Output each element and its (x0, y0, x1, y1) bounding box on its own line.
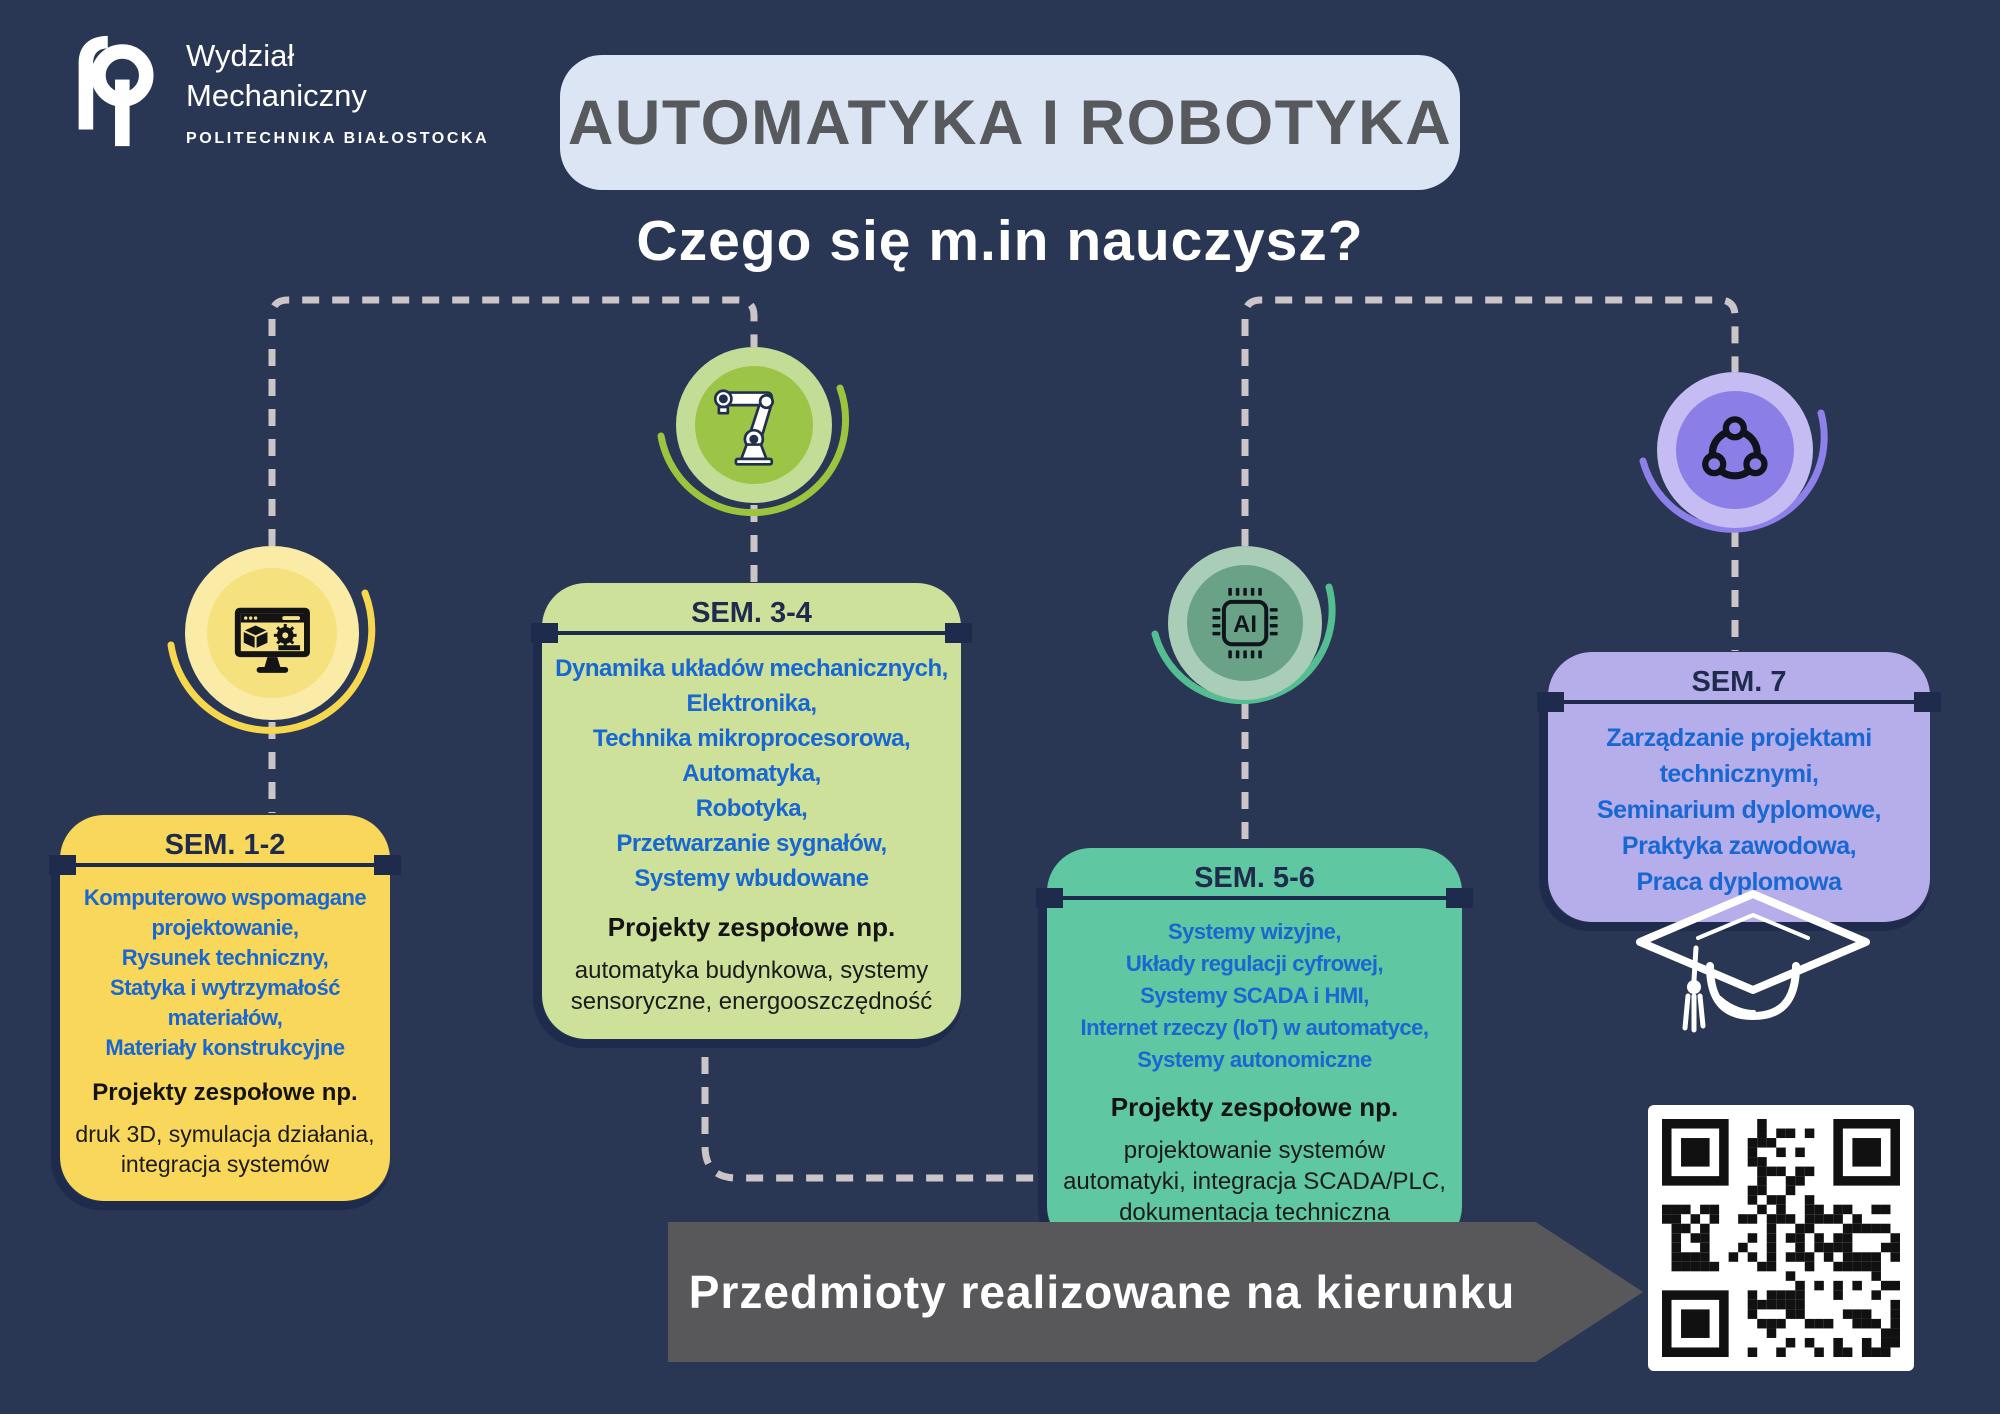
card-divider (1036, 888, 1473, 908)
subject-line: Seminarium dyplomowe, (1596, 796, 1882, 824)
card-header: SEM. 7 (1691, 665, 1787, 698)
logo-text: Wydział Mechaniczny POLITECHNIKA BIAŁOST… (186, 30, 489, 148)
pb-logo-icon (78, 35, 154, 147)
title-banner: AUTOMATYKA I ROBOTYKA (560, 55, 1460, 190)
subject-line: Statyka i wytrzymałość materiałów, (110, 975, 340, 1030)
subject-line: Automatyka, (682, 760, 821, 787)
university-logo: Wydział Mechaniczny POLITECHNIKA BIAŁOST… (62, 30, 489, 152)
icon-badge-sem-1-2 (185, 546, 359, 720)
divider-notch-left (1036, 888, 1063, 908)
faculty-name-line1: Wydział (186, 38, 295, 73)
icon-badge-sem-3-4 (676, 347, 832, 503)
subject-line: Technika mikroprocesorowa, (592, 725, 911, 752)
subject-line: Komputerowo wspomagane projektowanie, (83, 885, 367, 940)
share-network-icon (1676, 391, 1794, 509)
subject-line: Robotyka, (695, 795, 808, 822)
card-header: SEM. 1-2 (164, 828, 286, 861)
subject-line: Dynamika układów mechanicznych, (555, 655, 948, 682)
subject-line: Systemy wbudowane (634, 865, 869, 892)
divider-notch-left (1537, 692, 1564, 712)
card-header: SEM. 5-6 (1194, 861, 1315, 894)
card-body: Zarządzanie projektami technicznymi, Semi… (1548, 704, 1930, 922)
card-sem-7: SEM. 7 Zarządzanie projektami techniczny… (1537, 652, 1941, 931)
purple-arc (1639, 409, 1828, 533)
subject-line: Zarządzanie projektami technicznymi, (1606, 724, 1872, 788)
page-title: AUTOMATYKA I ROBOTYKA (567, 87, 1453, 158)
card-divider (49, 855, 401, 875)
card-body: Komputerowo wspomagane projektowanie, Rys… (60, 867, 390, 1201)
subject-line: Materiały konstrukcyjne (105, 1035, 345, 1060)
card-header: SEM. 3-4 (691, 596, 812, 629)
subject-line: Systemy SCADA i HMI, (1140, 983, 1369, 1008)
subject-list: Zarządzanie projektami technicznymi, Semi… (1558, 720, 1920, 900)
subject-line: Rysunek techniczny, (121, 945, 329, 970)
icon-badge-sem-7 (1657, 372, 1813, 528)
subject-list: Systemy wizyjne, Układy regulacji cyfrowe… (1057, 916, 1452, 1076)
ai-chip-label: AI (1233, 611, 1257, 638)
card-body: Dynamika układów mechanicznych, Elektroni… (542, 635, 961, 1039)
subject-list: Komputerowo wspomagane projektowanie, Rys… (70, 883, 380, 1063)
card-body: Systemy wizyjne, Układy regulacji cyfrowe… (1047, 900, 1462, 1250)
page-subtitle: Czego się m.in nauczysz? (636, 209, 1364, 273)
connector-yellow-green (268, 296, 758, 546)
ai-chip-icon: AI (1187, 565, 1303, 681)
subject-line: Przetwarzanie sygnałów, (616, 830, 887, 857)
robot-arm-icon (695, 366, 813, 484)
qr-pattern (1662, 1119, 1900, 1357)
divider-notch-left (49, 855, 76, 875)
projects-text: druk 3D, symulacja działania, integracja… (75, 1121, 375, 1177)
projects-label: Projekty zespołowe np. (607, 912, 896, 942)
qr-code (1648, 1105, 1914, 1371)
divider-notch-right (1446, 888, 1473, 908)
card-sem-3-4: SEM. 3-4 Dynamika układów mechanicznych,… (531, 583, 972, 1048)
divider-notch-right (945, 623, 972, 643)
university-name: POLITECHNIKA BIAŁOSTOCKA (186, 130, 490, 147)
cad-computer-icon (207, 568, 337, 698)
subject-line: Systemy autonomiczne (1137, 1047, 1372, 1072)
card-sem-5-6: SEM. 5-6 Systemy wizyjne, Układy regulacj… (1036, 848, 1473, 1259)
projects-label: Projekty zespołowe np. (1110, 1092, 1399, 1122)
subject-line: Systemy wizyjne, (1168, 919, 1341, 944)
subject-line: Praktyka zawodowa, (1621, 832, 1857, 860)
subject-list: Dynamika układów mechanicznych, Elektroni… (552, 651, 951, 896)
projects-text: automatyka budynkowa, systemy sensoryczn… (570, 957, 933, 1015)
projects-text: projektowanie systemów automatyki, integ… (1063, 1137, 1446, 1226)
icon-badge-sem-5-6: AI (1168, 546, 1322, 700)
card-sem-1-2: SEM. 1-2 Komputerowo wspomagane projekto… (49, 815, 401, 1210)
faculty-name-line2: Mechaniczny (186, 78, 367, 113)
subject-line: Praca dyplomowa (1636, 868, 1842, 896)
yellow-arc (167, 589, 376, 734)
teal-arc (1151, 583, 1336, 705)
bottom-banner-arrow: Przedmioty realizowane na kierunku (668, 1222, 1643, 1362)
connector-teal-purple (1241, 296, 1739, 546)
graduation-cap-icon (1636, 890, 1870, 1033)
subject-line: Elektronika, (686, 690, 817, 717)
banner-label: Przedmioty realizowane na kierunku (688, 1266, 1516, 1318)
card-divider (1537, 692, 1941, 712)
projects-label: Projekty zespołowe np. (92, 1079, 358, 1106)
divider-notch-right (1914, 692, 1941, 712)
green-arc (657, 384, 850, 517)
card-divider (531, 623, 972, 643)
subject-line: Układy regulacji cyfrowej, (1125, 951, 1384, 976)
divider-notch-right (374, 855, 401, 875)
subject-line: Internet rzeczy (IoT) w automatyce, (1080, 1015, 1429, 1040)
divider-notch-left (531, 623, 558, 643)
